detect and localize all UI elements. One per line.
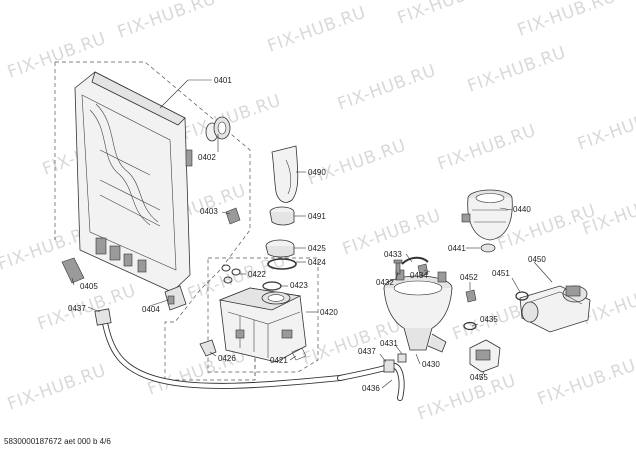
label-0451: 0451: [492, 269, 510, 278]
water-softener-0420: [218, 287, 307, 363]
drain-hose-left: [94, 308, 343, 389]
label-0491: 0491: [308, 212, 326, 221]
part-labels: 0401 0402 0403 0404 0405 0437 0490 0491 …: [68, 76, 546, 393]
label-0490: 0490: [308, 168, 326, 177]
watermark-text: FIX-HUB.RU: [180, 91, 284, 145]
label-0402: 0402: [198, 153, 216, 162]
label-0433: 0433: [384, 250, 402, 259]
label-0424: 0424: [308, 258, 326, 267]
label-0450: 0450: [528, 255, 546, 264]
label-0452: 0452: [460, 273, 478, 282]
watermark-text: FIX-HUB.RU: [265, 3, 369, 57]
label-0403: 0403: [200, 207, 218, 216]
drain-pump-motor-0455: [469, 339, 501, 373]
ring-0435: [463, 321, 477, 331]
drain-pump-0450: [519, 285, 591, 333]
seal-0441: [480, 243, 496, 253]
watermark-text: FIX-HUB.RU: [335, 61, 439, 115]
bracket-0434: [417, 263, 429, 277]
ring-0423: [262, 281, 282, 291]
salt-lid-0425: [265, 239, 295, 258]
tank-side-panel: [74, 71, 193, 293]
label-0421: 0421: [270, 356, 288, 365]
label-0405: 0405: [80, 282, 98, 291]
group-boundary-sump-panel: [55, 61, 256, 381]
watermark-text: FIX-HUB.RU: [435, 121, 539, 175]
watermark-text: FIX-HUB.RU: [415, 371, 519, 425]
circulation-pump-0440: [461, 189, 513, 241]
gasket-rings-0402: [205, 116, 231, 142]
label-0404: 0404: [142, 305, 160, 314]
label-0435: 0435: [480, 315, 498, 324]
label-0425: 0425: [308, 244, 326, 253]
label-0401: 0401: [214, 76, 232, 85]
label-0440: 0440: [513, 205, 531, 214]
label-0434: 0434: [410, 271, 428, 280]
screw-0432: [393, 259, 403, 275]
clip-part-0405: [61, 257, 85, 284]
leader-lines: [71, 79, 553, 389]
watermark-text: FIX-HUB.RU: [515, 0, 619, 41]
seal-ring-0424: [267, 258, 297, 270]
clip-0433: [401, 256, 429, 265]
label-0423: 0423: [290, 281, 308, 290]
label-0422: 0422: [248, 270, 266, 279]
gasket-0451: [515, 291, 529, 301]
watermark-text: FIX-HUB.RU: [465, 43, 569, 97]
watermark-text: FIX-HUB.RU: [395, 0, 499, 29]
label-0420: 0420: [320, 308, 338, 317]
watermark-text: FIX-HUB.RU: [115, 0, 219, 43]
sump-0430: [383, 269, 453, 353]
watermark-text: FIX-HUB.RU: [305, 136, 409, 190]
label-0426: 0426: [218, 354, 236, 363]
label-0437-right: 0437: [358, 347, 376, 356]
label-0455: 0455: [470, 373, 488, 382]
watermark-text: FIX-HUB.RU: [575, 101, 636, 155]
label-0441: 0441: [448, 244, 466, 253]
clip-0421: [291, 347, 307, 361]
cap-part-0491: [269, 206, 295, 226]
drain-hose-right: [337, 353, 407, 401]
elbow-0426: [199, 339, 217, 357]
clip-0452: [465, 289, 477, 303]
label-0430: 0430: [422, 360, 440, 369]
label-0437-left: 0437: [68, 304, 86, 313]
watermark-text: FIX-HUB.RU: [5, 361, 109, 415]
label-0432: 0432: [376, 278, 394, 287]
plug-part-0403: [225, 207, 241, 225]
footer-code: 5830000187672 aet 000 b 4/6: [4, 437, 111, 446]
label-0436: 0436: [362, 384, 380, 393]
seals-0422: [221, 264, 241, 284]
funnel-part-0490: [271, 145, 299, 203]
watermark-text: FIX-HUB.RU: [535, 356, 636, 410]
label-0431: 0431: [380, 339, 398, 348]
